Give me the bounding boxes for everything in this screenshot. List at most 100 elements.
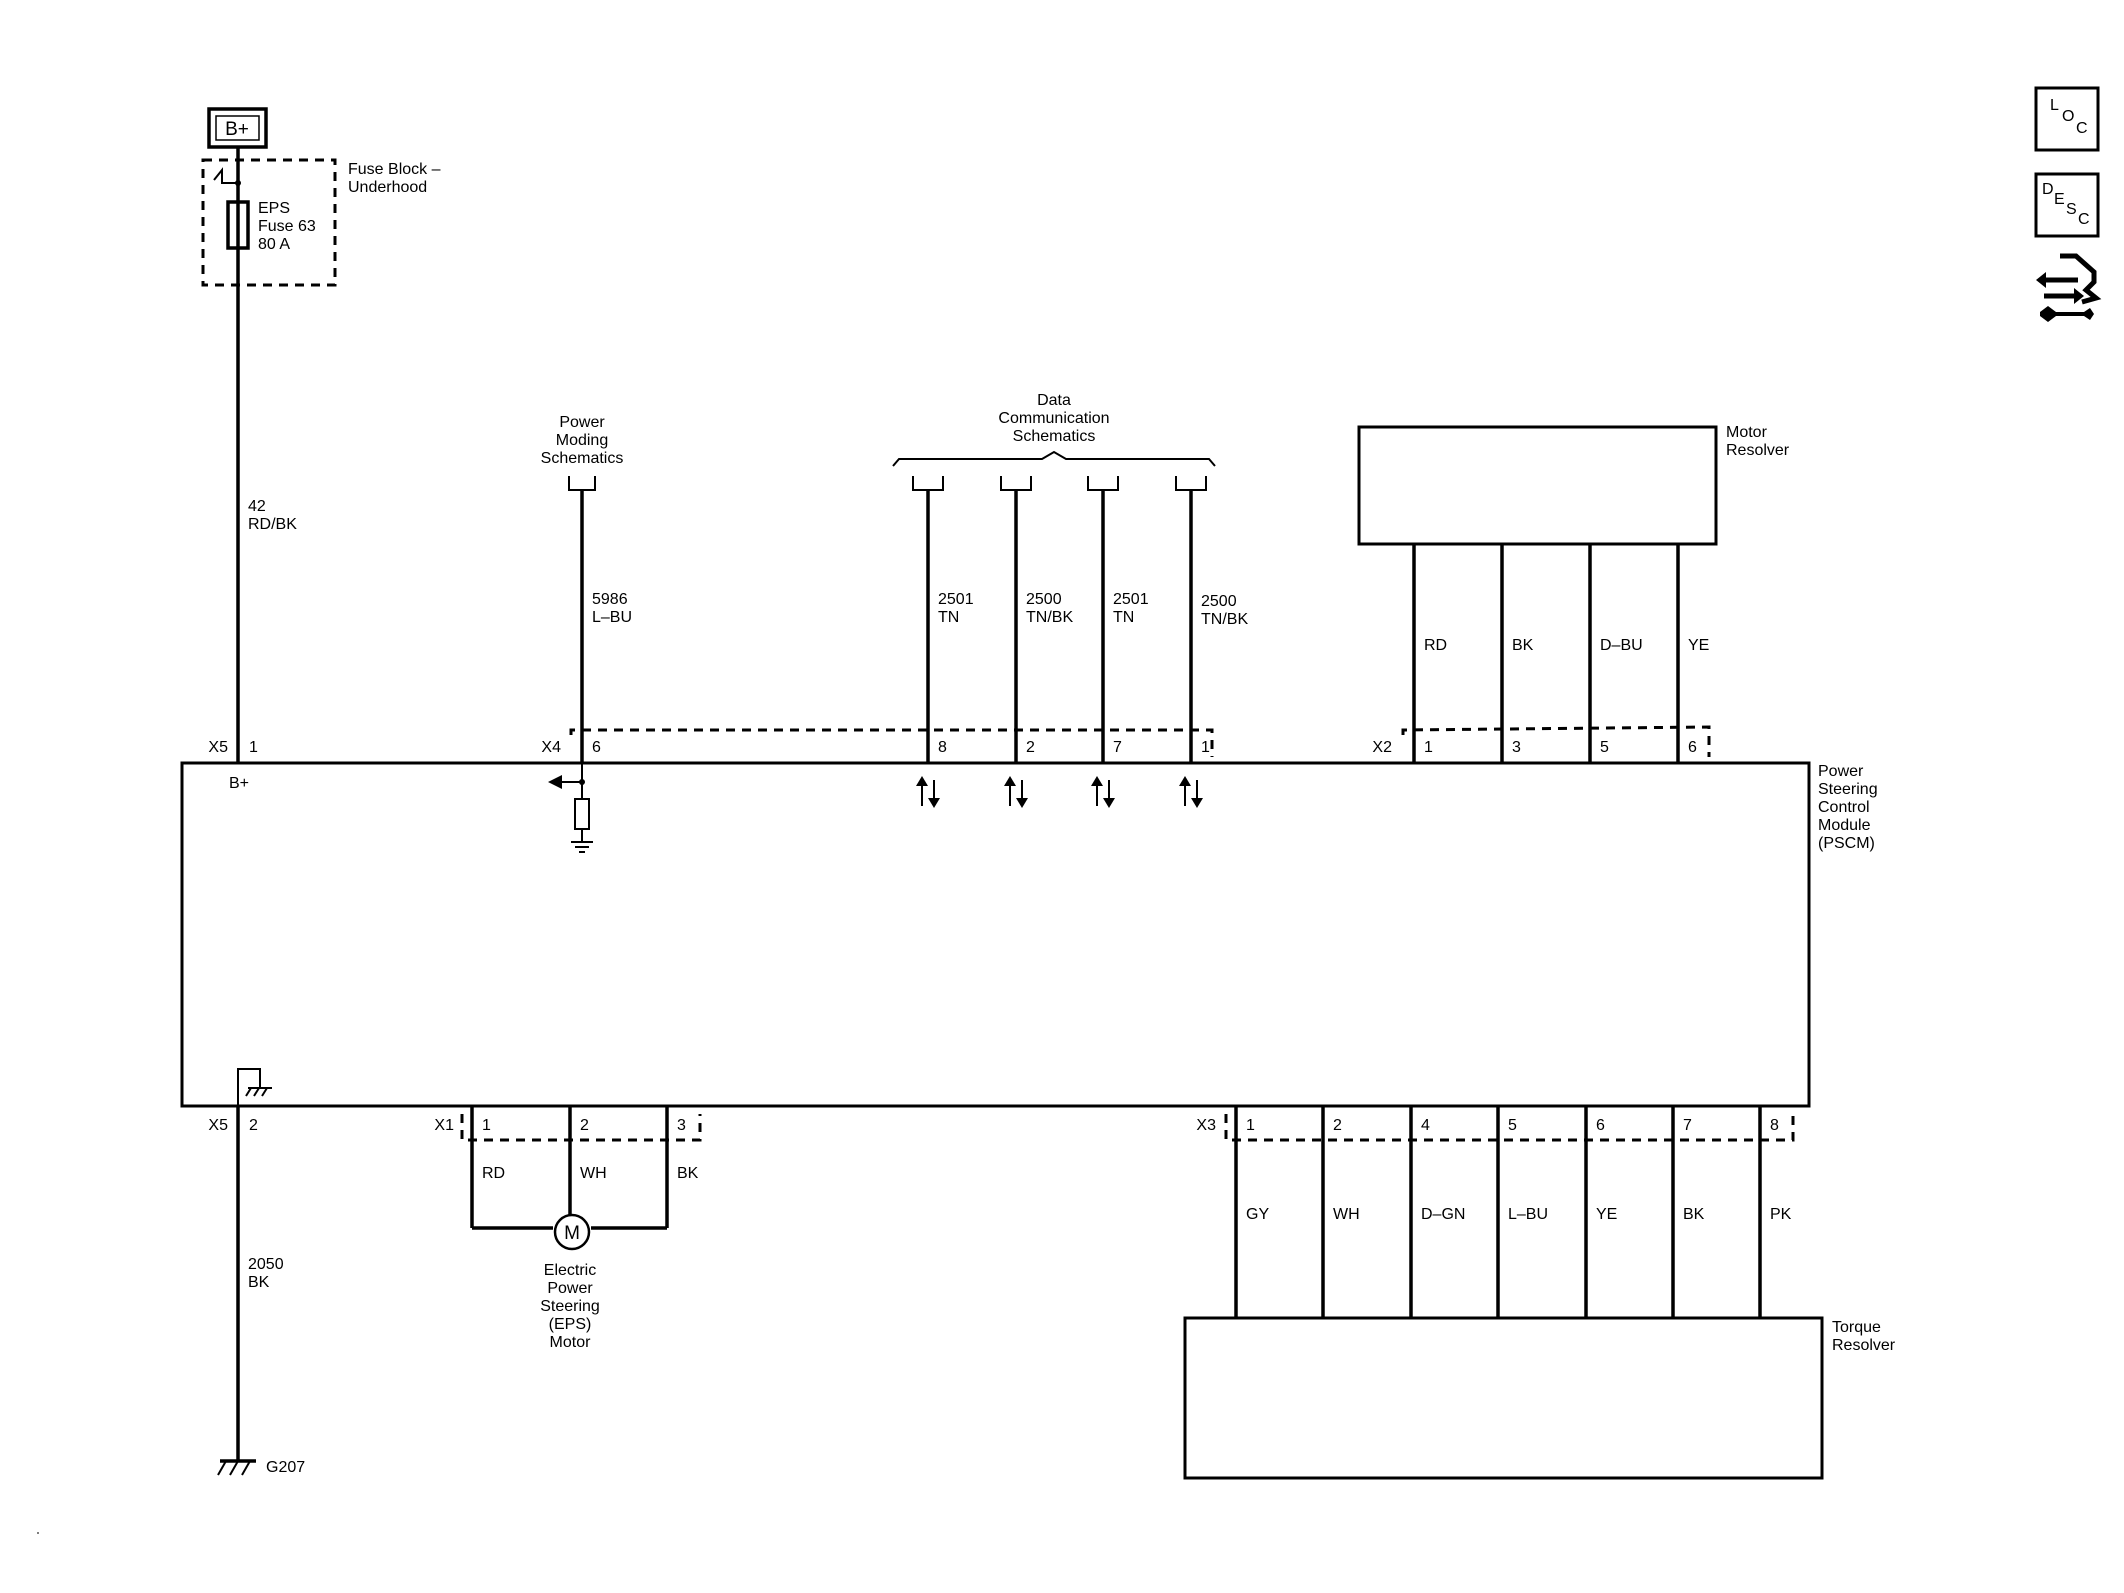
pscm-module bbox=[180, 761, 1811, 1108]
data-wire-color: TN bbox=[938, 609, 959, 626]
torque-resolver-box bbox=[1183, 1316, 1824, 1480]
svg-text:Schematics: Schematics bbox=[541, 450, 624, 467]
svg-text:Module: Module bbox=[1818, 817, 1871, 834]
x5-top-pin: 1 bbox=[249, 739, 258, 756]
x2-connector: X2 bbox=[1372, 739, 1392, 756]
svg-text:Moding: Moding bbox=[556, 432, 608, 449]
torque-resolver-wire-pin: 2 bbox=[1333, 1117, 1342, 1134]
svg-text:Power: Power bbox=[547, 1280, 593, 1297]
motor-resolver-wire-4: YE 6 bbox=[1676, 544, 1709, 763]
loc-icon[interactable]: L O C bbox=[2034, 86, 2100, 152]
bidirectional-arrow-icon bbox=[1091, 776, 1115, 808]
torque-resolver-wire-1: 1GY bbox=[1234, 1106, 1269, 1318]
eps-motor-symbol: M bbox=[553, 1213, 591, 1251]
torque-resolver-wire-4: 5L–BU bbox=[1496, 1106, 1548, 1318]
torque-resolver-wire-color: PK bbox=[1770, 1206, 1792, 1223]
data-wire-color: TN/BK bbox=[1026, 609, 1073, 626]
motor-resolver-wire-pin: 6 bbox=[1688, 739, 1697, 756]
data-wire-color: TN bbox=[1113, 609, 1134, 626]
data-wire-circuit: 2501 bbox=[1113, 591, 1149, 608]
torque-resolver-wire-color: YE bbox=[1596, 1206, 1617, 1223]
svg-text:Communication: Communication bbox=[998, 410, 1109, 427]
svg-text:C: C bbox=[2076, 120, 2088, 137]
svg-text:Control: Control bbox=[1818, 799, 1870, 816]
svg-text:Data: Data bbox=[1037, 392, 1071, 409]
torque-resolver-label-1: Torque bbox=[1832, 1319, 1881, 1336]
torque-resolver-wire-pin: 5 bbox=[1508, 1117, 1517, 1134]
eps-motor-wire-pin: 2 bbox=[580, 1117, 589, 1134]
motor-resolver-wire-1: RD1 bbox=[1412, 544, 1447, 763]
motor-resolver-wire-pin: 5 bbox=[1600, 739, 1609, 756]
torque-resolver-wire-pin: 1 bbox=[1246, 1117, 1255, 1134]
torque-resolver-wire-6: 7BK bbox=[1671, 1106, 1705, 1318]
ground-wire-circuit: 2050 bbox=[248, 1256, 284, 1273]
motor-resolver-wire-3: D–BU 5 bbox=[1588, 544, 1643, 763]
data-comm-ref: Data Communication Schematics bbox=[892, 392, 1216, 467]
fuse-block-label-2: Underhood bbox=[348, 179, 427, 196]
pscm-bplus-label: B+ bbox=[229, 775, 249, 792]
ground-wire-color: BK bbox=[248, 1274, 270, 1291]
data-wire-pin: 7 bbox=[1113, 739, 1122, 756]
svg-text:Motor: Motor bbox=[550, 1334, 592, 1351]
torque-resolver-wire-pin: 4 bbox=[1421, 1117, 1430, 1134]
wire-power-circuit: 42 bbox=[248, 498, 266, 515]
bidirectional-arrow-icon bbox=[916, 776, 940, 808]
torque-resolver-wire-3: 4D–GN bbox=[1409, 1106, 1465, 1318]
ground-g207-symbol bbox=[217, 1459, 256, 1476]
torque-resolver-wire-7: 8PK bbox=[1758, 1106, 1792, 1318]
svg-text:(EPS): (EPS) bbox=[549, 1316, 592, 1333]
fuse-label-2: Fuse 63 bbox=[258, 218, 316, 235]
svg-text:Steering: Steering bbox=[1818, 781, 1878, 798]
torque-resolver-wire-pin: 6 bbox=[1596, 1117, 1605, 1134]
motor-resolver-wire-pin: 1 bbox=[1424, 739, 1433, 756]
motor-resolver-wire-color: D–BU bbox=[1600, 637, 1643, 654]
eps-motor-wire-pin: 1 bbox=[482, 1117, 491, 1134]
power-moding-input-circuit bbox=[548, 763, 593, 853]
motor-resolver-wire-color: YE bbox=[1688, 637, 1709, 654]
internal-ground-symbol bbox=[237, 1068, 272, 1106]
torque-resolver-wire-color: BK bbox=[1683, 1206, 1705, 1223]
supply-label: B+ bbox=[225, 119, 249, 140]
power-moding-ref: Power Moding Schematics bbox=[541, 414, 624, 491]
data-wire-circuit: 2500 bbox=[1201, 593, 1237, 610]
motor-resolver-box bbox=[1357, 425, 1718, 546]
eps-motor-wire-color: RD bbox=[482, 1165, 505, 1182]
connector-end-view-icon[interactable] bbox=[2034, 252, 2104, 330]
svg-text:D: D bbox=[2042, 181, 2054, 198]
desc-icon[interactable]: D E S C bbox=[2034, 172, 2100, 238]
torque-resolver-wire-color: L–BU bbox=[1508, 1206, 1548, 1223]
data-wire-pin: 2 bbox=[1026, 739, 1035, 756]
data-wire-pin: 8 bbox=[938, 739, 947, 756]
fuse-label-1: EPS bbox=[258, 200, 290, 217]
battery-supply: B+ bbox=[207, 107, 268, 149]
svg-text:E: E bbox=[2054, 191, 2065, 208]
pscm-label: Power Steering Control Module (PSCM) bbox=[1818, 763, 1878, 852]
x5-bottom-pin: 2 bbox=[249, 1117, 258, 1134]
x1-connector: X1 bbox=[434, 1117, 454, 1134]
torque-resolver-wire-pin: 8 bbox=[1770, 1117, 1779, 1134]
x5-top-connector: X5 bbox=[208, 739, 228, 756]
svg-text:Power: Power bbox=[559, 414, 605, 431]
eps-motor-wire-pin: 3 bbox=[677, 1117, 686, 1134]
power-moding-circuit: 5986 bbox=[592, 591, 628, 608]
eps-motor-wire-2: 2WH bbox=[568, 1106, 607, 1215]
data-wire-pin: 1 bbox=[1201, 739, 1210, 756]
svg-text:M: M bbox=[564, 1223, 580, 1244]
data-wire-circuit: 2500 bbox=[1026, 591, 1062, 608]
x4-pin: 6 bbox=[592, 739, 601, 756]
torque-resolver-label-2: Resolver bbox=[1832, 1337, 1896, 1354]
torque-resolver-wire-pin: 7 bbox=[1683, 1117, 1692, 1134]
svg-text:L: L bbox=[2050, 97, 2059, 114]
fuse-block-underhood: Fuse Block – Underhood EPS Fuse 63 80 A bbox=[201, 158, 441, 287]
fuse-block-label-1: Fuse Block – bbox=[348, 161, 441, 178]
svg-text:Schematics: Schematics bbox=[1013, 428, 1096, 445]
eps-motor-wire-color: WH bbox=[580, 1165, 607, 1182]
